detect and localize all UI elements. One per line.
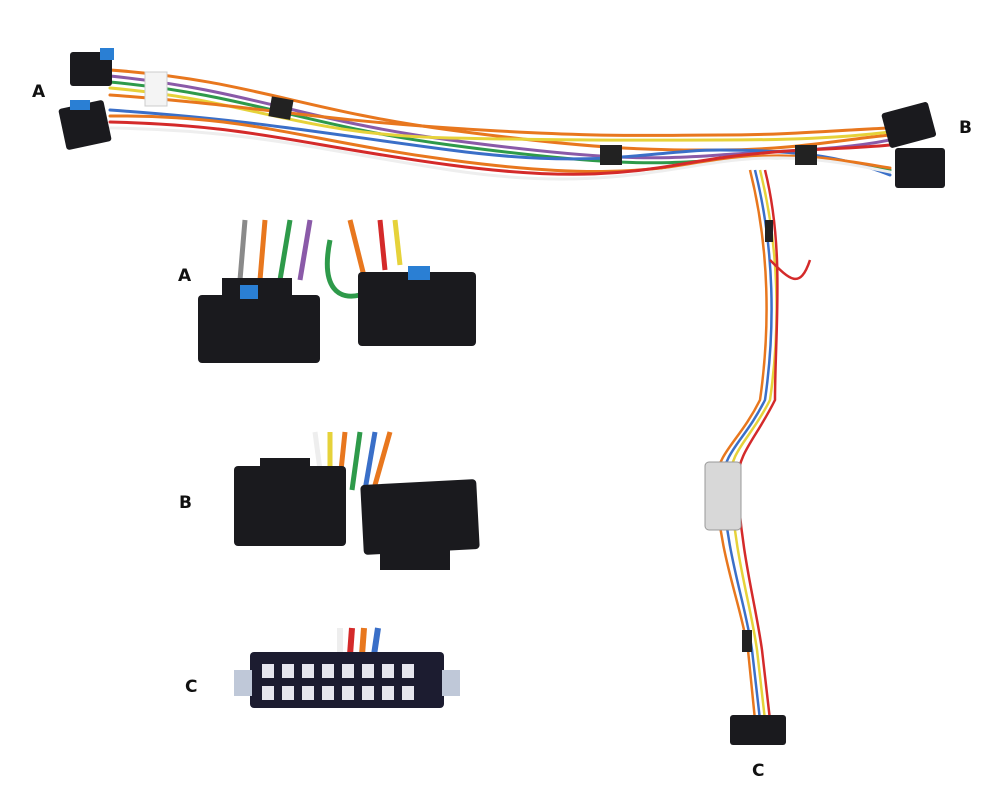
label-harness-b: B bbox=[959, 118, 972, 138]
branch-tape bbox=[765, 220, 773, 242]
wire-label-tag bbox=[144, 71, 168, 107]
label-detail-a: A bbox=[178, 266, 192, 286]
label-detail-c: C bbox=[185, 677, 198, 697]
connector-c-bottom bbox=[730, 715, 786, 745]
detail-a-connectors bbox=[198, 219, 476, 363]
branch-wire-bundle bbox=[713, 169, 812, 721]
tape-wraps bbox=[268, 96, 817, 165]
inline-connector bbox=[704, 461, 742, 531]
main-wire-bundle bbox=[108, 68, 892, 181]
label-detail-b: B bbox=[179, 493, 192, 513]
label-harness-c: C bbox=[752, 761, 765, 781]
label-harness-a: A bbox=[32, 82, 46, 102]
branch-tape-lower bbox=[742, 630, 752, 652]
connector-a-top bbox=[58, 48, 114, 150]
detail-c-connector bbox=[234, 627, 460, 708]
connector-b-top bbox=[881, 102, 945, 188]
detail-b-connectors bbox=[234, 431, 480, 570]
